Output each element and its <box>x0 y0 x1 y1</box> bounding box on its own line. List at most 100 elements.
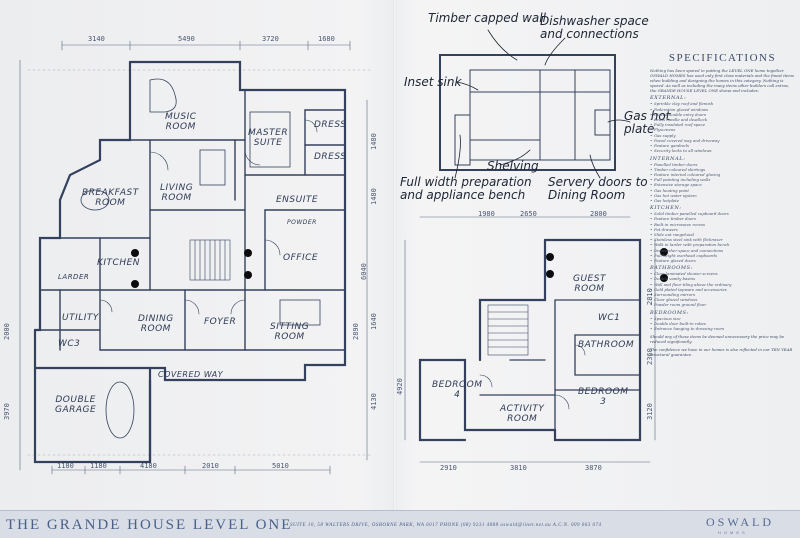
dimension-kitchen-2: 2650 <box>520 210 537 218</box>
spec-external-heading: EXTERNAL: <box>650 95 687 102</box>
dimension-top-1: 3140 <box>88 35 105 43</box>
punch-hole-2 <box>244 249 252 257</box>
room-ensuite: ENSUITE <box>276 195 319 205</box>
spec-bathrooms-item: Powder room ground floor <box>650 302 795 307</box>
spec-internal-item: Full painting including walls <box>650 177 795 182</box>
spec-bedrooms-heading: BEDROOMS: <box>650 309 689 316</box>
specifications-title: SPECIFICATIONS <box>668 52 777 64</box>
dimension-bottom-3: 4180 <box>140 462 157 470</box>
oswald-logo: OSWALD <box>706 515 774 529</box>
spec-external-item: Brass handle and deadlock <box>650 117 795 122</box>
footer-address: SUITE 10, 58 WALTERS DRIVE, OSBORNE PARK… <box>290 523 602 528</box>
spec-kitchen-heading: KITCHEN: <box>650 205 682 212</box>
spec-bathrooms-item: Double vanity basins <box>650 276 795 281</box>
spec-kitchen-item: Stainless steel sink with flickmixer <box>650 237 795 242</box>
dimension-top-3: 3720 <box>262 35 279 43</box>
spec-bathrooms-item: Gold plated tapware and accessories <box>650 287 795 292</box>
room-dining: DINING ROOM <box>138 314 174 334</box>
dimension-bottom-5: 5010 <box>272 462 289 470</box>
dimension-left-2: 3970 <box>3 403 11 420</box>
dimension-upper-side-1: 4920 <box>396 378 404 395</box>
dimension-kitchen-1: 1980 <box>478 210 495 218</box>
dimension-kitchen-3: 2800 <box>590 210 607 218</box>
room-guest: GUEST ROOM <box>573 274 606 294</box>
note-shelving: Shelving <box>487 159 539 173</box>
spec-kitchen-item: Slide out rangehood <box>650 232 795 237</box>
spec-bathrooms-item: Clear glazed windows <box>650 297 795 302</box>
room-double-garage: DOUBLE GARAGE <box>55 395 97 415</box>
room-sitting: SITTING ROOM <box>270 322 310 342</box>
spec-bathrooms-item: Clear laminated shower screens <box>650 271 795 276</box>
specifications-panel: SPECIFICATIONS Nothing has been spared i… <box>650 52 795 358</box>
room-foyer: FOYER <box>204 317 237 327</box>
punch-hole-1 <box>131 249 139 257</box>
dimension-bottom-1: 1180 <box>57 462 74 470</box>
spec-kitchen-item: Pot drawers <box>650 227 795 232</box>
dimension-upper-bottom-1: 2910 <box>440 464 457 472</box>
spec-internal-item: Extensive storage space <box>650 182 795 187</box>
title-footer: THE GRANDE HOUSE LEVEL ONE SUITE 10, 58 … <box>0 510 800 538</box>
spec-bathrooms-item: Surrounding mirrors <box>650 292 795 297</box>
dimension-upper-side-3: 3120 <box>646 403 654 420</box>
room-bedroom-3: BEDROOM 3 <box>578 387 629 407</box>
spec-kitchen-item: Built in microwave recess <box>650 222 795 227</box>
room-covered-way: COVERED WAY <box>158 370 224 379</box>
note-timber-wall: Timber capped wall <box>428 11 546 25</box>
dimension-top-2: 5490 <box>178 35 195 43</box>
dimension-mid-1: 1480 <box>370 133 378 150</box>
dimension-upper-bottom-2: 3810 <box>510 464 527 472</box>
spec-external-item: Security locks to all windows <box>650 148 795 153</box>
spec-external-item: Flyscreens <box>650 127 795 132</box>
specifications-intro: Nothing has been spared in putting the L… <box>650 68 794 94</box>
spec-external-item: Federation glazed windows <box>650 107 795 112</box>
room-living: LIVING ROOM <box>160 183 194 203</box>
spec-bathrooms-item: Wall and floor tiling above the ordinary <box>650 282 795 287</box>
spec-internal-item: Gas hot water system <box>650 193 795 198</box>
room-kitchen: KITCHEN <box>97 258 141 268</box>
dimension-bottom-4: 2010 <box>202 462 219 470</box>
spec-bathrooms-heading: BATHROOMS: <box>650 265 693 272</box>
punch-hole-5 <box>546 253 554 261</box>
floor-plan-drawing <box>19 29 656 475</box>
paper-fold <box>393 0 397 510</box>
spec-external-item: Paved covered way and driveway <box>650 138 795 143</box>
spec-internal-item: Feature internal coloured glazing <box>650 172 795 177</box>
dimension-mid-6: 4130 <box>370 393 378 410</box>
spec-internal-item: Gas heating point <box>650 188 795 193</box>
room-wc1: WC1 <box>598 313 621 323</box>
spec-internal-item: Panelled timber doors <box>650 162 795 167</box>
spec-kitchen-item: Feature timber doors <box>650 216 795 221</box>
spec-kitchen-item: Full height overhead cupboards <box>650 253 795 258</box>
spec-kitchen-item: Solid timber panelled cupboard doors <box>650 211 795 216</box>
room-dress-1: DRESS <box>314 120 347 130</box>
spec-kitchen-item: Walk in larder with preparation bench <box>650 242 795 247</box>
room-master-suite: MASTER SUITE <box>248 128 289 148</box>
spec-external-item: Glazed double entry doors <box>650 112 795 117</box>
room-larder: LARDER <box>58 273 90 281</box>
spec-kitchen-item: Dishwasher space and connections <box>650 248 795 253</box>
room-breakfast: BREAKFAST ROOM <box>82 188 139 208</box>
dimension-left-1: 2000 <box>3 323 11 340</box>
oswald-logo-sub: HOMES <box>718 530 748 535</box>
note-servery-doors: Servery doors to Dining Room <box>548 175 648 202</box>
dimension-mid-5: 2890 <box>352 323 360 340</box>
spec-bedrooms-item: Double door built-in robes <box>650 321 795 326</box>
spec-external-item: Feature gambrels <box>650 143 795 148</box>
dimension-bottom-2: 1180 <box>90 462 107 470</box>
dimension-upper-bottom-3: 3870 <box>585 464 602 472</box>
room-office: OFFICE <box>283 253 319 263</box>
footer-title: THE GRANDE HOUSE LEVEL ONE <box>6 517 293 533</box>
punch-hole-3 <box>131 280 139 288</box>
room-dress-2: DRESS <box>314 152 347 162</box>
room-activity: ACTIVITY ROOM <box>500 404 545 424</box>
spec-footer-note-2: The confidence we have in our homes is a… <box>650 347 793 358</box>
spec-external-item: Sprinkle clay roof and flemish <box>650 101 795 106</box>
spec-bedrooms-item: Entrance hanging to dressing room <box>650 326 795 331</box>
spec-external-item: Fully insulated roof space <box>650 122 795 127</box>
room-powder: POWDER <box>287 219 317 226</box>
dimension-top-4: 1680 <box>318 35 335 43</box>
room-bathroom: BATHROOM <box>578 340 635 350</box>
room-wc3: WC3 <box>58 339 81 349</box>
dimension-mid-3: 6040 <box>360 263 368 280</box>
spec-internal-item: Gas hotplate <box>650 198 795 203</box>
